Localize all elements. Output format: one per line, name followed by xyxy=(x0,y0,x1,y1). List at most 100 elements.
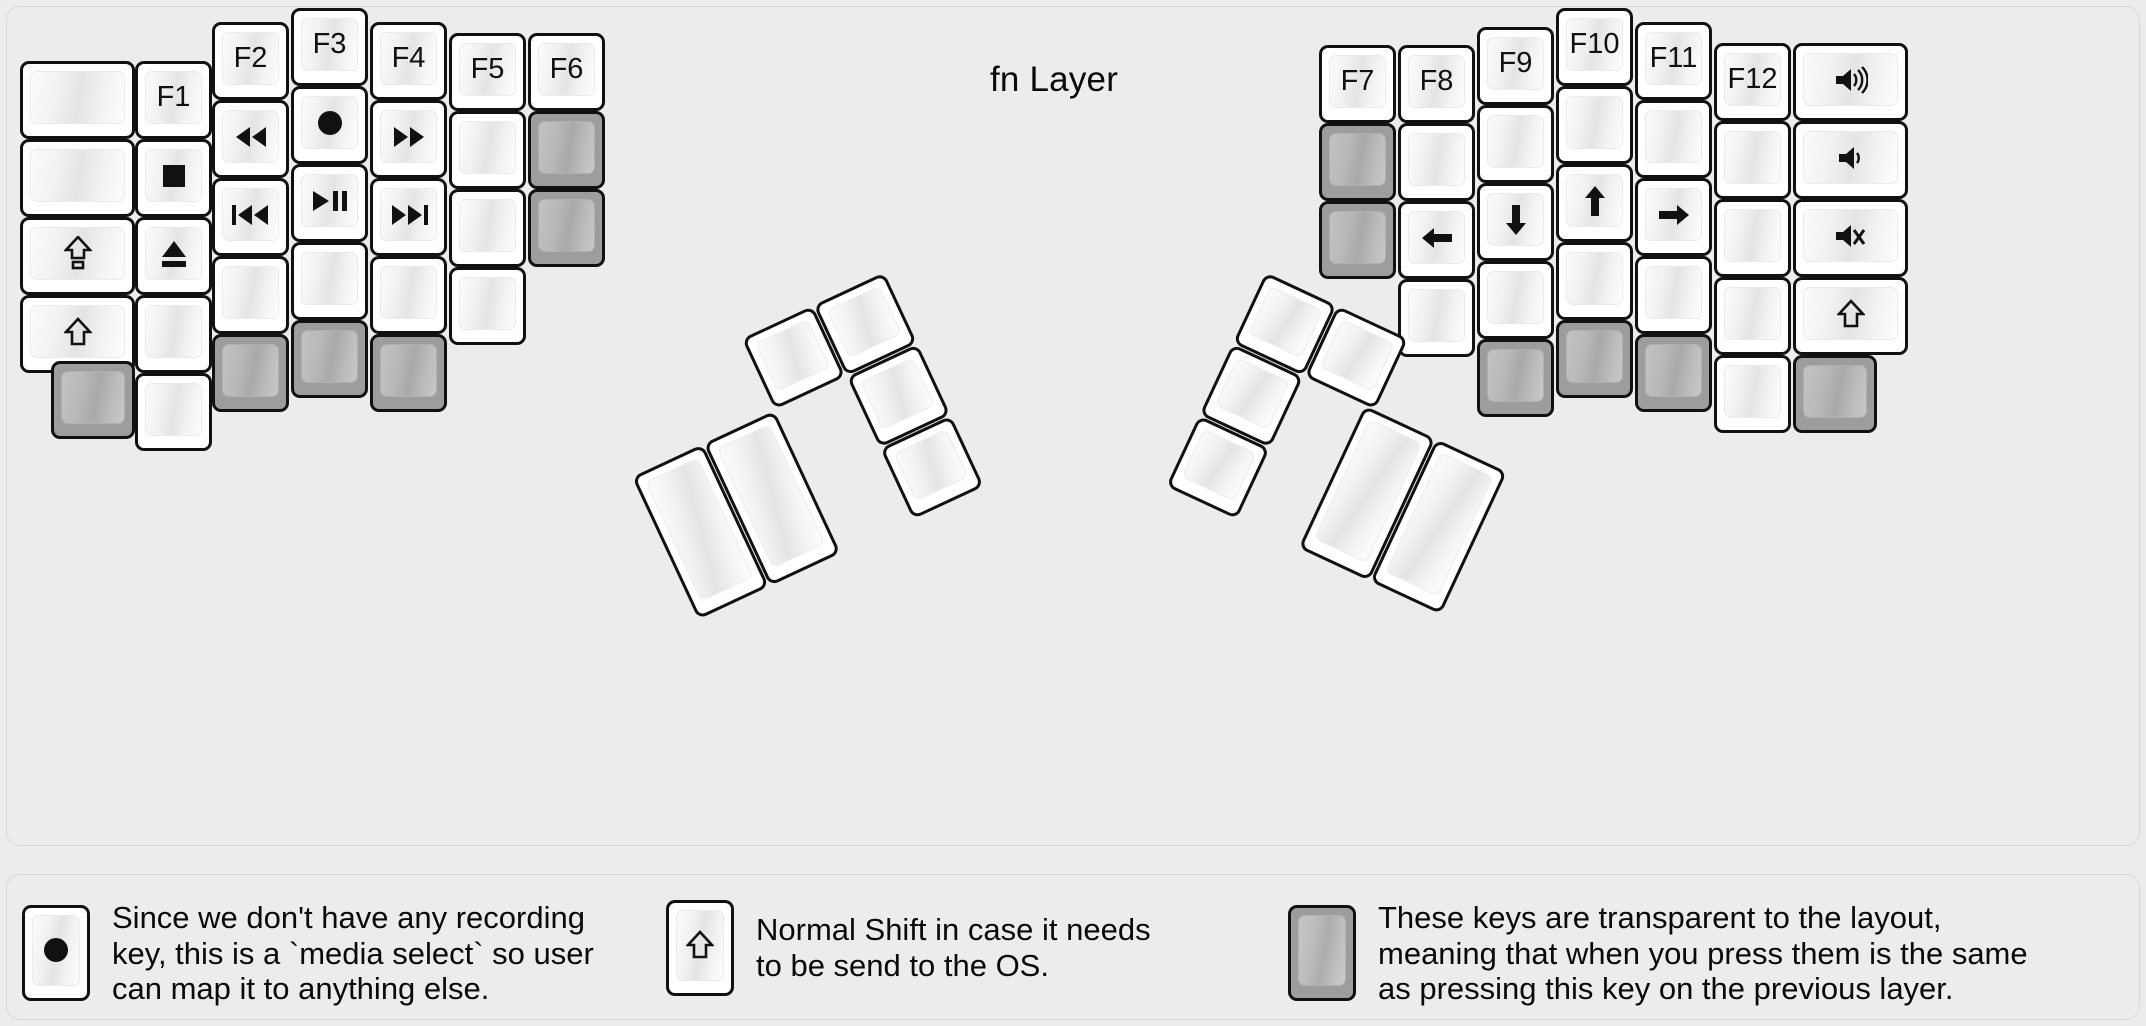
key-left-col-middle-4[interactable] xyxy=(291,320,368,398)
keycap-surface xyxy=(1645,344,1702,397)
keycap-surface xyxy=(1724,53,1781,106)
key-left-col-pinky-3[interactable] xyxy=(135,295,212,373)
media-play-pause-icon xyxy=(311,189,349,213)
key-label: F8 xyxy=(1419,65,1454,97)
keycap-surface xyxy=(1408,55,1465,108)
keycap-surface xyxy=(1566,18,1623,71)
key-left-col-index-3[interactable] xyxy=(370,256,447,334)
key-left-col-index-0[interactable]: F4 xyxy=(370,22,447,100)
key-left-col-middle-3[interactable] xyxy=(291,242,368,320)
keycap-surface xyxy=(30,305,125,358)
keycap-surface xyxy=(538,199,595,252)
key-right-col-middle-r-2[interactable] xyxy=(1556,164,1633,242)
keycap-surface xyxy=(1487,37,1544,90)
key-left-col-pinky-outer-0[interactable] xyxy=(20,61,135,139)
key-label: F10 xyxy=(1569,28,1620,60)
key-right-col-ring-r-3[interactable] xyxy=(1635,256,1712,334)
key-right-col-pinky-outer-r-3[interactable] xyxy=(1793,277,1908,355)
key-left-col-inner-0[interactable]: F5 xyxy=(449,33,526,111)
key-right-col-pinky-r-4[interactable] xyxy=(1714,355,1791,433)
keycap-surface xyxy=(1724,365,1781,418)
key-left-col-inner-extra-0[interactable]: F6 xyxy=(528,33,605,111)
key-left-col-ring-0[interactable]: F2 xyxy=(212,22,289,100)
key-left-col-pinky-outer-extra[interactable] xyxy=(51,361,135,439)
key-left-col-inner-extra-1[interactable] xyxy=(528,111,605,189)
key-left-col-ring-4[interactable] xyxy=(212,334,289,412)
key-left-col-pinky-outer-2[interactable] xyxy=(20,217,135,295)
legend-text-0: Since we don't have any recording key, t… xyxy=(112,900,594,1007)
legend-panel xyxy=(6,874,2140,1020)
key-right-col-ring-r-2[interactable] xyxy=(1635,178,1712,256)
key-label: F6 xyxy=(549,53,584,85)
key-left-col-pinky-1[interactable] xyxy=(135,139,212,217)
key-right-col-index-r-1[interactable] xyxy=(1477,105,1554,183)
key-right-col-pinky-outer-r-2[interactable] xyxy=(1793,199,1908,277)
key-left-col-inner-3[interactable] xyxy=(449,267,526,345)
key-right-col-inner-extra-r-2[interactable] xyxy=(1319,201,1396,279)
key-right-col-index-r-2[interactable] xyxy=(1477,183,1554,261)
key-right-col-index-r-0[interactable]: F9 xyxy=(1477,27,1554,105)
key-left-col-middle-0[interactable]: F3 xyxy=(291,8,368,86)
key-left-col-pinky-2[interactable] xyxy=(135,217,212,295)
page-title: fn Layer xyxy=(990,60,1119,99)
arrow-left-icon xyxy=(1420,224,1454,252)
key-right-col-middle-r-0[interactable]: F10 xyxy=(1556,8,1633,86)
key-left-col-pinky-outer-1[interactable] xyxy=(20,139,135,217)
key-right-col-inner-r-1[interactable] xyxy=(1398,123,1475,201)
key-left-col-index-4[interactable] xyxy=(370,334,447,412)
shift-icon xyxy=(1836,298,1865,329)
key-right-col-pinky-r-2[interactable] xyxy=(1714,199,1791,277)
caps-lock-icon xyxy=(63,236,92,271)
keycap-surface xyxy=(380,110,437,163)
keycap-surface xyxy=(1408,289,1465,342)
key-left-col-pinky-0[interactable]: F1 xyxy=(135,61,212,139)
keycap-surface xyxy=(380,266,437,319)
key-right-col-ring-r-4[interactable] xyxy=(1635,334,1712,412)
key-left-col-middle-1[interactable] xyxy=(291,86,368,164)
key-left-col-index-2[interactable] xyxy=(370,178,447,256)
key-right-col-inner-r-3[interactable] xyxy=(1398,279,1475,357)
keycap-surface xyxy=(1724,287,1781,340)
key-label: F3 xyxy=(312,28,347,60)
keycap-surface xyxy=(893,428,969,502)
key-right-col-middle-r-4[interactable] xyxy=(1556,320,1633,398)
keycap-surface xyxy=(538,121,595,174)
keycap-surface xyxy=(222,32,279,85)
keycap-surface xyxy=(1645,32,1702,85)
keycap-surface xyxy=(380,32,437,85)
keycap-surface xyxy=(1408,133,1465,186)
key-left-col-inner-1[interactable] xyxy=(449,111,526,189)
key-right-col-inner-r-0[interactable]: F8 xyxy=(1398,45,1475,123)
key-right-col-middle-r-3[interactable] xyxy=(1556,242,1633,320)
key-right-col-pinky-outer-r-1[interactable] xyxy=(1793,121,1908,199)
key-right-col-pinky-r-0[interactable]: F12 xyxy=(1714,43,1791,121)
keycap-surface xyxy=(301,330,358,383)
key-right-col-ring-r-1[interactable] xyxy=(1635,100,1712,178)
key-right-col-pinky-r-3[interactable] xyxy=(1714,277,1791,355)
key-right-col-middle-r-1[interactable] xyxy=(1556,86,1633,164)
media-stop-icon xyxy=(160,162,188,190)
key-right-col-pinky-outer-r-extra[interactable] xyxy=(1793,355,1877,433)
volume-down-icon xyxy=(1837,144,1865,172)
key-left-col-inner-extra-2[interactable] xyxy=(528,189,605,267)
key-left-col-inner-2[interactable] xyxy=(449,189,526,267)
key-left-col-ring-1[interactable] xyxy=(212,100,289,178)
key-right-col-inner-extra-r-0[interactable]: F7 xyxy=(1319,45,1396,123)
media-rewind-icon xyxy=(233,125,269,149)
key-right-col-inner-extra-r-1[interactable] xyxy=(1319,123,1396,201)
key-left-col-pinky-4[interactable] xyxy=(135,373,212,451)
key-right-col-index-r-4[interactable] xyxy=(1477,339,1554,417)
key-left-col-ring-2[interactable] xyxy=(212,178,289,256)
key-left-col-ring-3[interactable] xyxy=(212,256,289,334)
eject-icon xyxy=(160,239,188,269)
key-right-col-pinky-outer-r-0[interactable] xyxy=(1793,43,1908,121)
key-right-col-pinky-r-1[interactable] xyxy=(1714,121,1791,199)
key-right-col-ring-r-0[interactable]: F11 xyxy=(1635,22,1712,100)
key-left-col-middle-2[interactable] xyxy=(291,164,368,242)
legend-item-2: These keys are transparent to the layout… xyxy=(1288,900,2028,1007)
key-right-col-index-r-3[interactable] xyxy=(1477,261,1554,339)
key-left-col-index-1[interactable] xyxy=(370,100,447,178)
legend-text-1: Normal Shift in case it needs to be send… xyxy=(756,912,1151,983)
arrow-up-icon xyxy=(1581,184,1609,218)
key-right-col-inner-r-2[interactable] xyxy=(1398,201,1475,279)
